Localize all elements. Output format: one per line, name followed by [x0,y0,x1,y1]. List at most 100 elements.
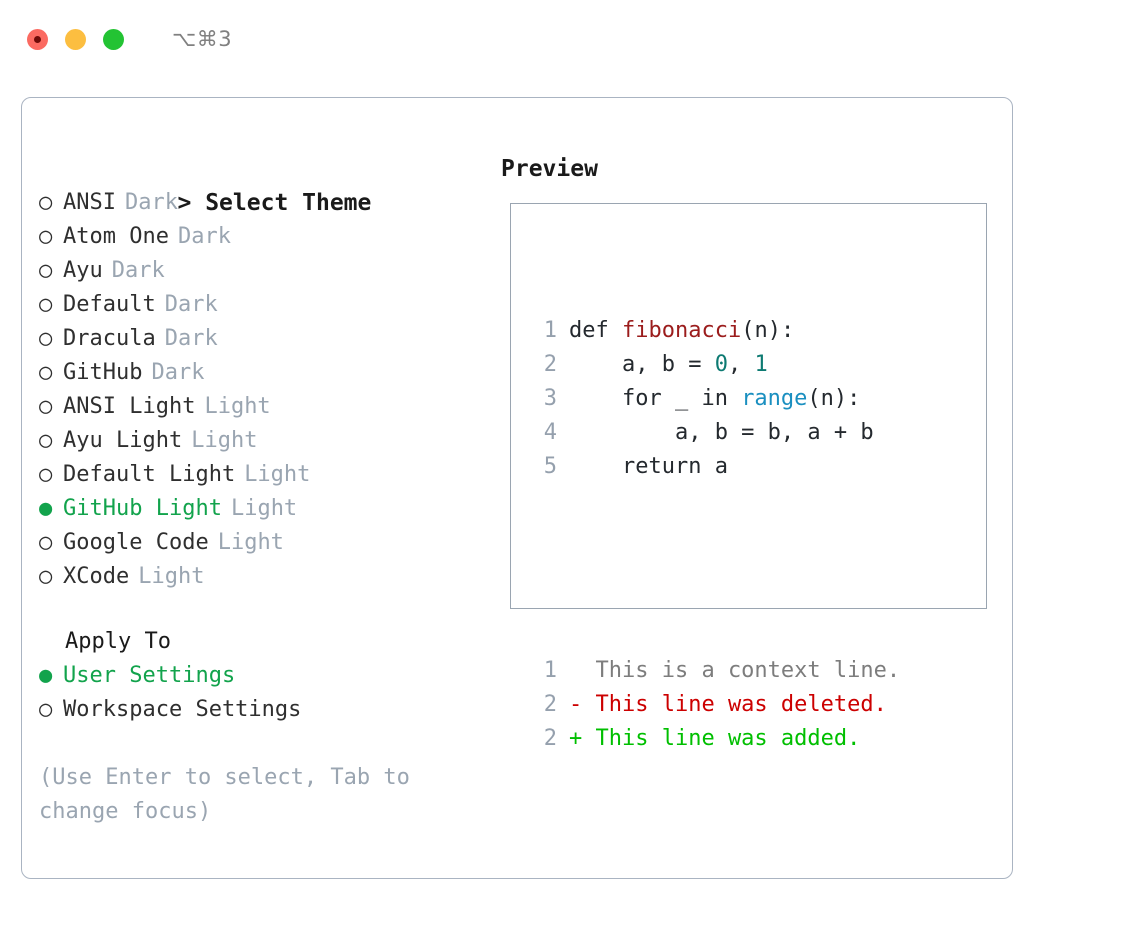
radio-unselected-icon: ○ [39,697,53,722]
theme-selector-heading: > Select Theme [39,152,491,216]
radio-unselected-icon: ○ [39,190,53,215]
code-token-plain: for _ in [569,386,742,411]
diff-line-text-del: - This line was deleted. [569,692,887,717]
code-token-builtin: range [741,386,808,411]
diff-line: 2 + This line was added. [531,722,900,756]
diff-line-number: 2 [543,692,557,717]
radio-unselected-icon: ○ [39,564,53,589]
diff-line-number: 1 [543,658,557,683]
theme-name-label: Ayu [63,258,103,283]
code-token-plain: (n): [807,386,861,411]
theme-variant-label: Dark [124,190,178,215]
diff-line: 1 This is a context line. [531,654,900,688]
code-line: 2 a, b = 0, 1 [531,348,900,382]
code-token-plain: a, b = b, a + b [569,420,874,445]
radio-unselected-icon: ○ [39,428,53,453]
close-window-button[interactable] [27,28,48,50]
traffic-light-buttons [27,28,124,50]
theme-list-item[interactable]: ○ ANSI Dark [39,186,491,220]
radio-unselected-icon: ○ [39,394,53,419]
code-line: 4 a, b = b, a + b [531,416,900,450]
theme-list-item[interactable]: ○ GitHub Dark [39,356,491,390]
apply-to-item-label: Workspace Settings [63,697,302,722]
code-line: 3 for _ in range(n): [531,382,900,416]
code-token-plain: , [727,352,755,377]
theme-variant-label: Dark [177,224,231,249]
line-number: 2 [543,352,557,377]
radio-unselected-icon: ○ [39,224,53,249]
code-spacer [531,552,900,586]
minimize-window-button[interactable] [65,28,86,50]
theme-variant-label: Light [204,394,271,419]
radio-selected-icon: ● [39,663,53,688]
theme-list-item[interactable]: ○ Google Code Light [39,526,491,560]
line-number: 4 [543,420,557,445]
radio-unselected-icon: ○ [39,258,53,283]
code-token-plain: return a [569,454,728,479]
theme-variant-label: Light [217,530,284,555]
theme-name-label: Default [63,292,156,317]
preview-heading: Preview [501,156,598,182]
line-number: 1 [543,318,557,343]
radio-unselected-icon: ○ [39,360,53,385]
theme-name-label: Ayu Light [63,428,183,453]
theme-list-item[interactable]: ○ Default Light Light [39,458,491,492]
radio-unselected-icon: ○ [39,530,53,555]
code-token-num: 1 [754,352,768,377]
code-token-func: fibonacci [621,318,742,343]
title-bar: ⌥⌘3 [0,0,1140,78]
diff-line-text-ctx: This is a context line. [569,658,901,683]
theme-list-item[interactable]: ○ ANSI Light Light [39,390,491,424]
theme-name-label: ANSI Light [63,394,196,419]
focus-caret-icon: > [177,190,192,216]
diff-line-number: 2 [543,726,557,751]
apply-to-heading: Apply To [65,629,171,654]
apply-to-item[interactable]: ○ Workspace Settings [39,693,491,727]
theme-name-label: ANSI [63,190,116,215]
apply-to-section: Apply To ● User Settings ○ Workspace Settin… [39,625,491,727]
keyboard-hint-text: (Use Enter to select, Tab to change focu… [39,765,424,824]
keyboard-shortcut-label: ⌥⌘3 [172,26,233,51]
radio-unselected-icon: ○ [39,462,53,487]
diff-line: 2 - This line was deleted. [531,688,900,722]
theme-variant-label: Light [230,496,298,521]
preview-column: Preview [501,152,1001,186]
apply-to-item-label: User Settings [63,663,236,688]
theme-list-item[interactable]: ○ Ayu Dark [39,254,491,288]
theme-name-label: Google Code [63,530,209,555]
theme-name-label: XCode [63,564,130,589]
theme-name-label: GitHub [63,360,143,385]
line-number: 5 [543,454,557,479]
theme-variant-label: Light [138,564,205,589]
theme-variant-label: Dark [111,258,165,283]
code-line: 5 return a [531,450,900,484]
line-number: 3 [543,386,557,411]
code-line: 1 def fibonacci(n): [531,314,900,348]
theme-variant-label: Dark [164,292,218,317]
apply-to-list: ● User Settings ○ Workspace Settings [39,659,491,727]
diff-line-text-add: + This line was added. [569,726,861,751]
code-token-plain: def [569,318,622,343]
apply-to-item[interactable]: ● User Settings [39,659,491,693]
theme-variant-label: Light [244,462,311,487]
theme-list-item[interactable]: ○ XCode Light [39,560,491,594]
code-token-num: 0 [714,352,728,377]
theme-variant-label: Dark [164,326,218,351]
theme-selector-heading-label: Select Theme [205,190,372,216]
theme-name-label: Default Light [63,462,236,487]
theme-name-label: GitHub Light [63,496,222,521]
maximize-window-button[interactable] [103,28,124,50]
diff-lines: 1 This is a context line. 2 - This line wa… [531,654,900,756]
theme-variant-label: Dark [151,360,205,385]
code-token-plain: (n): [741,318,795,343]
